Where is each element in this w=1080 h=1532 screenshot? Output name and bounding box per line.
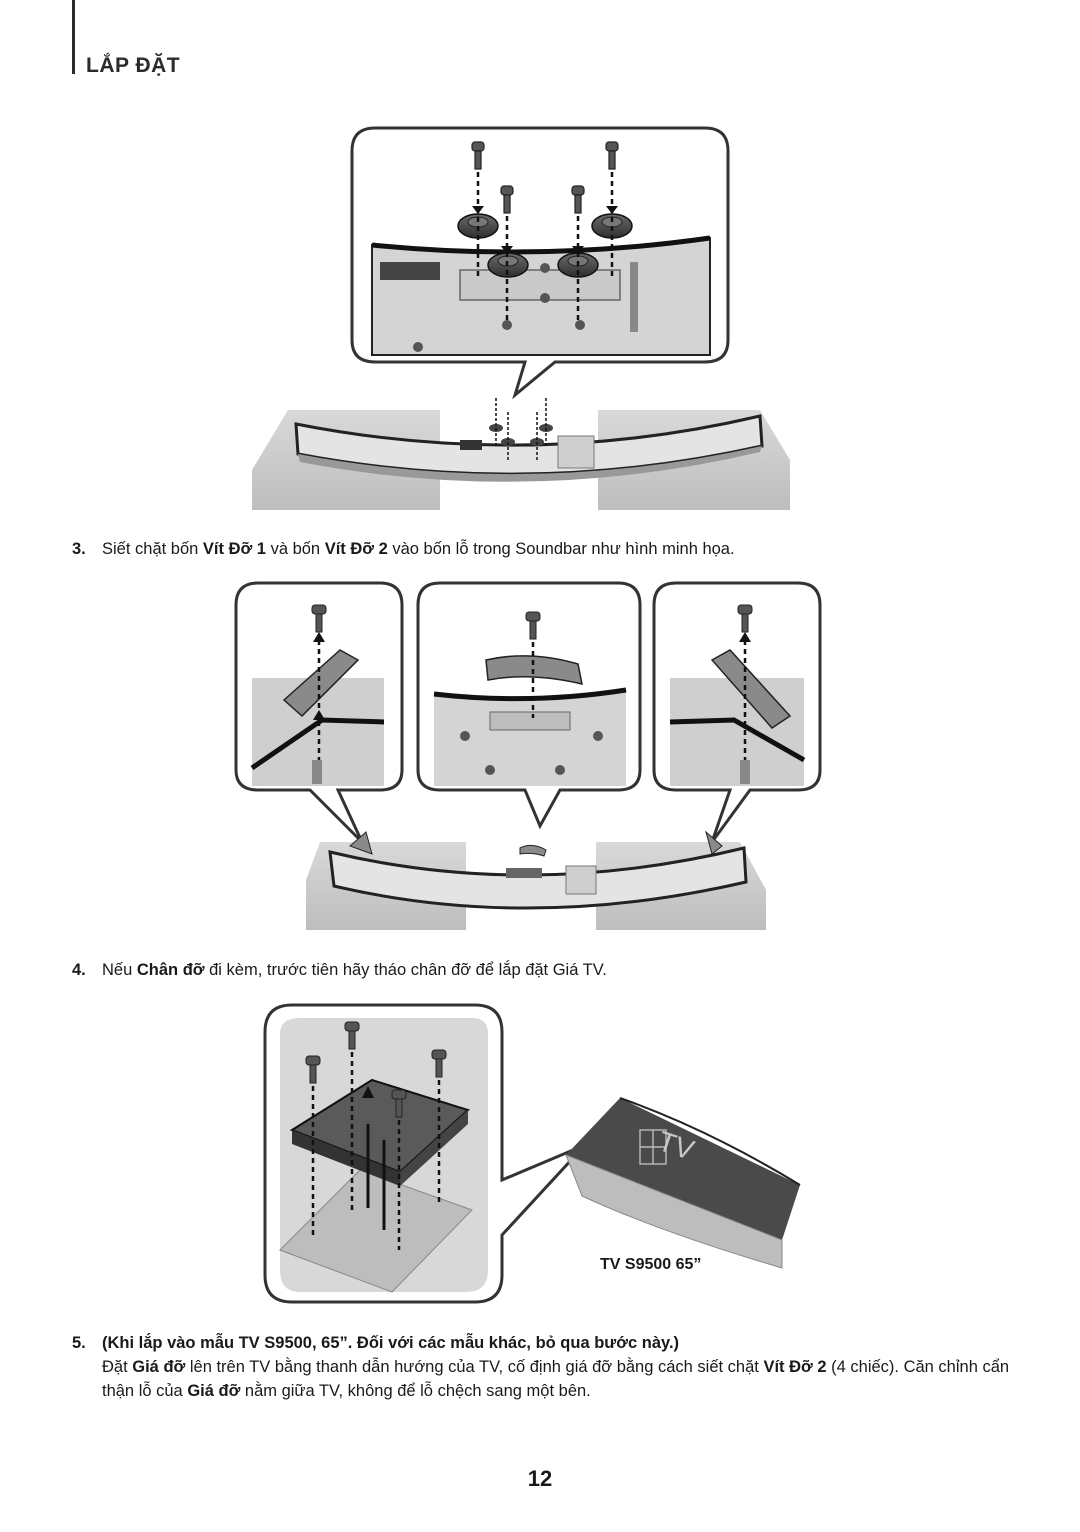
step-number: 3. — [72, 540, 86, 558]
page-number: 12 — [527, 1466, 553, 1491]
term-screw-1: Vít Đỡ 1 — [202, 540, 266, 558]
step-text: (4 chiếc). Căn chỉnh cẩn thận lỗ của — [102, 1358, 1010, 1400]
header-rule — [72, 0, 75, 74]
zoom-callout-1 — [350, 126, 730, 400]
step-number: 4. — [72, 961, 86, 979]
step-text: Siết chặt bốn — [102, 540, 203, 558]
step-heading: (Khi lắp vào mẫu TV S9500, 65”. Đối với … — [102, 1334, 680, 1352]
step-text: lên trên TV bằng thanh dẫn hướng của TV,… — [185, 1358, 764, 1376]
term-screw-2: Vít Đỡ 2 — [763, 1358, 827, 1376]
step-number: 5. — [72, 1334, 86, 1352]
step-text: Nếu — [102, 961, 137, 979]
bracket-callout-center — [416, 581, 642, 830]
step-text: nằm giữa TV, không để lỗ chệch sang một … — [240, 1382, 591, 1400]
step-text: và bốn — [265, 540, 325, 558]
bracket-callout-right — [652, 581, 822, 843]
soundbar-illustration-2 — [306, 830, 766, 930]
step-3: 3. Siết chặt bốn Vít Đỡ 1 và bốn Vít Đỡ … — [72, 537, 1032, 561]
stand-callout — [263, 1003, 587, 1304]
section-title: LẮP ĐẶT — [86, 54, 181, 77]
step-4: 4. Nếu Chân đỡ đi kèm, trước tiên hãy th… — [72, 958, 1032, 982]
step-5: 5. (Khi lắp vào mẫu TV S9500, 65”. Đối v… — [72, 1331, 1012, 1403]
soundbar-illustration-1 — [252, 398, 790, 510]
step-text: đi kèm, trước tiên hãy tháo chân đỡ để l… — [204, 961, 607, 979]
term-screw-2: Vít Đỡ 2 — [324, 540, 388, 558]
step-text: Đặt — [102, 1358, 133, 1376]
tv-illustration — [565, 1097, 801, 1269]
term-bracket: Giá đỡ — [187, 1382, 241, 1400]
term-bracket: Giá đỡ — [132, 1358, 186, 1376]
bracket-callout-left — [234, 581, 404, 844]
tv-model-caption: TV S9500 65” — [600, 1256, 702, 1273]
step-text: vào bốn lỗ trong Soundbar như hình minh … — [387, 540, 735, 558]
term-stand: Chân đỡ — [136, 961, 205, 979]
